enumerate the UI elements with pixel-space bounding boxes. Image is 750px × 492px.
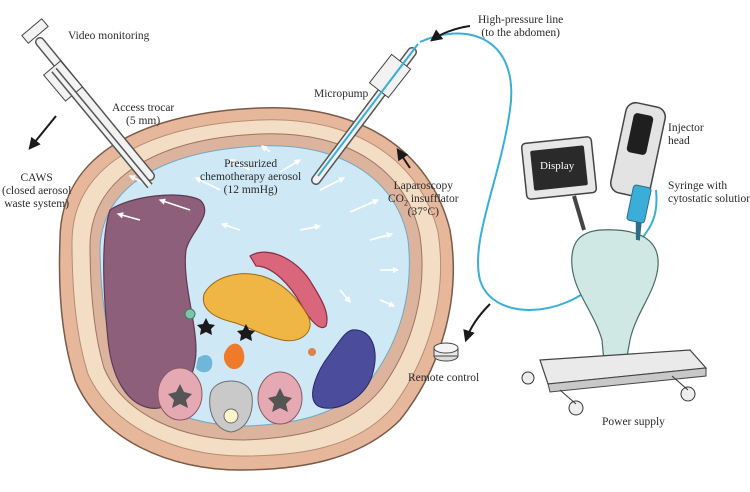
left-kidney-hilum — [268, 388, 292, 412]
remote-arrow — [463, 303, 491, 343]
lymph-node-1 — [184, 308, 196, 320]
label-lap-co: CO — [388, 193, 404, 205]
label-injector-head: Injector head — [668, 122, 704, 148]
line-arrow — [430, 25, 471, 42]
pancreas — [202, 273, 311, 342]
label-lap-sub: 2 — [403, 198, 408, 208]
spleen — [312, 329, 376, 409]
label-high-pressure-line: High-pressure line (to the abdomen) — [478, 14, 563, 40]
injector-base-side — [547, 367, 707, 393]
label-caws: CAWS (closed aerosol waste system) — [2, 172, 71, 211]
label-syringe: Syringe with cytostatic solution — [668, 180, 750, 206]
label-caws-line3: waste system) — [4, 198, 70, 210]
lymph-node-2 — [308, 348, 316, 356]
label-aerosol-line2: chemotherapy aerosol — [200, 171, 302, 183]
right-kidney-hilum — [168, 384, 192, 408]
wheel-back-left — [521, 371, 535, 385]
tumor-nodule-2 — [237, 324, 255, 341]
label-aerosol-line1: Pressurized — [224, 158, 278, 170]
caws-arrow — [28, 115, 57, 150]
label-lap-insufflator: insufflator — [407, 193, 459, 205]
vena-cava — [196, 355, 213, 373]
label-hp-line2: (to the abdomen) — [481, 27, 560, 39]
micropump-trocar — [311, 43, 419, 185]
label-display: Display — [540, 160, 575, 172]
label-access-trocar-line1: Access trocar — [112, 102, 175, 114]
abdomen-cross-section — [58, 107, 454, 471]
label-access-trocar-line2: (5 mm) — [126, 115, 161, 127]
label-pressurized-aerosol: Pressurized chemotherapy aerosol (12 mmH… — [200, 158, 301, 197]
injector-stand — [571, 229, 659, 363]
label-injector-line1: Injector — [668, 122, 704, 134]
remote-control — [433, 342, 459, 362]
intestine — [249, 251, 328, 329]
label-aerosol-line3: (12 mmHg) — [223, 184, 278, 196]
liver — [103, 194, 206, 409]
second-trocar — [51, 67, 153, 189]
label-remote-control: Remote control — [408, 372, 480, 384]
label-injector-line2: head — [668, 135, 690, 147]
label-hp-line1: High-pressure line — [478, 14, 564, 26]
label-access-trocar: Access trocar (5 mm) — [112, 102, 174, 128]
syringe — [626, 184, 652, 224]
wheel-front-left — [568, 400, 584, 416]
label-laparoscopy: Laparoscopy CO2 insufflator (37°C) — [388, 180, 459, 219]
display-arm — [572, 195, 586, 231]
spinal-canal — [223, 408, 239, 424]
aerosol-flow-arrows — [116, 145, 400, 307]
label-power-supply: Power supply — [602, 416, 665, 428]
co2-arrow — [396, 148, 411, 169]
label-syringe-line1: Syringe with — [668, 180, 728, 192]
label-syringe-line2: cytostatic solution — [668, 193, 750, 205]
label-micropump: Micropump — [314, 88, 369, 100]
label-lap-line1: Laparoscopy — [393, 180, 453, 192]
label-caws-line2: (closed aerosol — [2, 185, 72, 197]
label-video-monitoring: Video monitoring — [68, 30, 150, 42]
injector-device — [520, 101, 708, 416]
wheel-front-right — [680, 386, 696, 402]
aorta — [223, 343, 245, 370]
tumor-nodule-1 — [197, 318, 215, 335]
vertebra — [209, 380, 253, 433]
label-caws-line1: CAWS — [20, 172, 53, 184]
label-lap-line3: (37°C) — [407, 206, 439, 218]
